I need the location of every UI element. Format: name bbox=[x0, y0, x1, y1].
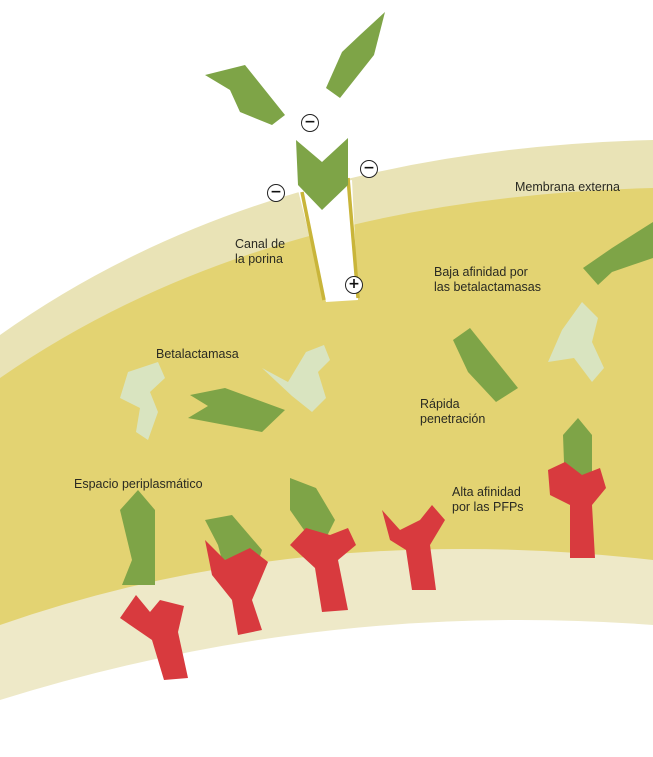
label-line: Alta afinidad bbox=[452, 485, 524, 500]
label-line: Baja afinidad por bbox=[434, 265, 541, 280]
label-line: la porina bbox=[235, 252, 285, 267]
label-membrana-externa: Membrana externa bbox=[515, 180, 620, 195]
antibiotic-arrow bbox=[326, 12, 385, 98]
label-rapida-penetracion: Rápida penetración bbox=[420, 397, 485, 427]
label-canal-de-la-porina: Canal de la porina bbox=[235, 237, 285, 267]
label-espacio-periplasmatico: Espacio periplasmático bbox=[74, 477, 203, 492]
antibiotic-arrow bbox=[205, 65, 285, 125]
label-line: las betalactamasas bbox=[434, 280, 541, 295]
label-line: penetración bbox=[420, 412, 485, 427]
label-alta-afinidad: Alta afinidad por las PFPs bbox=[452, 485, 524, 515]
negative-charge: − bbox=[360, 160, 378, 178]
label-line: Canal de bbox=[235, 237, 285, 252]
negative-charge: − bbox=[267, 184, 285, 202]
label-line: por las PFPs bbox=[452, 500, 524, 515]
label-baja-afinidad: Baja afinidad por las betalactamasas bbox=[434, 265, 541, 295]
label-betalactamasa: Betalactamasa bbox=[156, 347, 239, 362]
label-line: Rápida bbox=[420, 397, 485, 412]
negative-charge: − bbox=[301, 114, 319, 132]
positive-charge: + bbox=[345, 276, 363, 294]
